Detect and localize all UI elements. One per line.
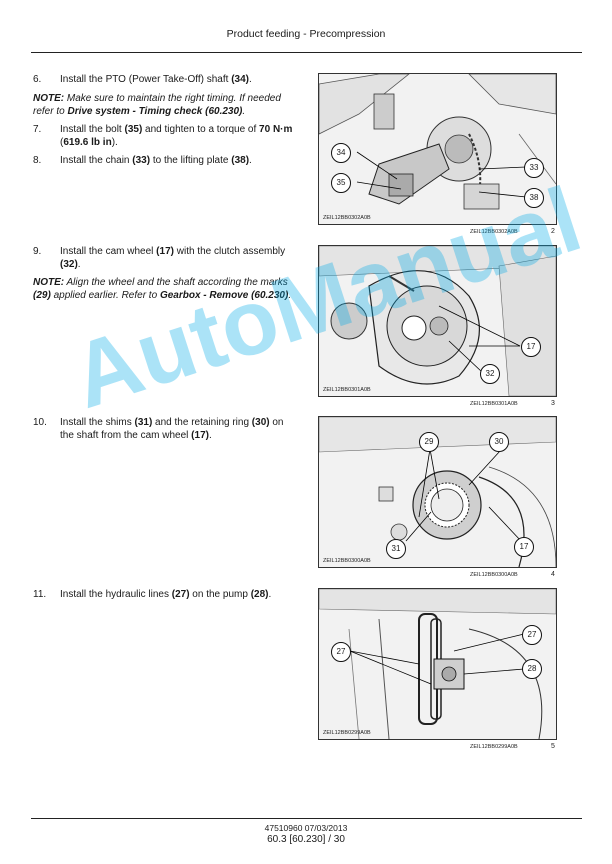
figure-2: 34 35 33 38 ZEIL12BB0302A0B — [318, 73, 557, 225]
cam-wheel-illustration — [319, 246, 556, 396]
callout-27: 27 — [331, 642, 351, 662]
header-divider — [31, 52, 582, 53]
cross-reference-link[interactable]: Drive system - Timing check (60.230) — [67, 106, 243, 117]
callout-33: 33 — [524, 158, 544, 178]
callout-29: 29 — [419, 432, 439, 452]
figure-4: 29 30 31 17 ZEIL12BB0300A0B — [318, 416, 557, 568]
figure-5: 27 27 28 ZEIL12BB0299A0B — [318, 588, 557, 740]
hydraulic-lines-illustration — [319, 589, 556, 739]
callout-38: 38 — [524, 188, 544, 208]
step-11: 11. Install the hydraulic lines (27) on … — [33, 589, 272, 600]
footer-divider — [31, 818, 582, 819]
figure-code: ZEIL12BB0302A0B — [323, 215, 371, 221]
footer-page-number: 60.3 [60.230] / 30 — [267, 834, 345, 845]
callout-32: 32 — [480, 364, 500, 384]
step-7: 7. Install the bolt (35) and tighten to … — [33, 124, 293, 148]
callout-28: 28 — [522, 659, 542, 679]
footer-doc-id: 47510960 07/03/2013 — [264, 823, 348, 833]
step-10: 10. Install the shims (31) and the retai… — [33, 417, 284, 441]
step-9: 9. Install the cam wheel (17) with the c… — [33, 246, 286, 270]
callout-31: 31 — [386, 539, 406, 559]
figure-ref: ZEIL12BB0301A0B — [470, 401, 518, 407]
figure-ref: ZEIL12BB0299A0B — [470, 744, 518, 750]
figure-3: 17 32 ZEIL12BB0301A0B — [318, 245, 557, 397]
figure-number: 5 — [551, 743, 555, 750]
callout-27: 27 — [522, 625, 542, 645]
callout-35: 35 — [331, 173, 351, 193]
cross-reference-link[interactable]: Gearbox - Remove (60.230) — [159, 290, 289, 301]
figure-ref: ZEIL12BB0300A0B — [470, 572, 518, 578]
page-header: Product feeding - Precompression — [226, 28, 386, 40]
figure-code: ZEIL12BB0301A0B — [323, 387, 371, 393]
figure-code: ZEIL12BB0300A0B — [323, 558, 371, 564]
step-number: 6. — [33, 74, 42, 85]
step-8: 8. Install the chain (33) to the lifting… — [33, 155, 252, 166]
note-timing: NOTE: Make sure to maintain the right ti… — [33, 93, 281, 117]
callout-30: 30 — [489, 432, 509, 452]
figure-code: ZEIL12BB0299A0B — [323, 730, 371, 736]
figure-number: 2 — [551, 228, 555, 235]
step-6: 6. Install the PTO (Power Take-Off) shaf… — [33, 74, 252, 85]
figure-ref: ZEIL12BB0302A0B — [470, 229, 518, 235]
callout-34: 34 — [331, 143, 351, 163]
note-align: NOTE: Align the wheel and the shaft acco… — [33, 277, 292, 301]
callout-17: 17 — [514, 537, 534, 557]
pto-shaft-illustration — [319, 74, 556, 224]
figure-number: 4 — [551, 571, 555, 578]
figure-number: 3 — [551, 400, 555, 407]
callout-17: 17 — [521, 337, 541, 357]
